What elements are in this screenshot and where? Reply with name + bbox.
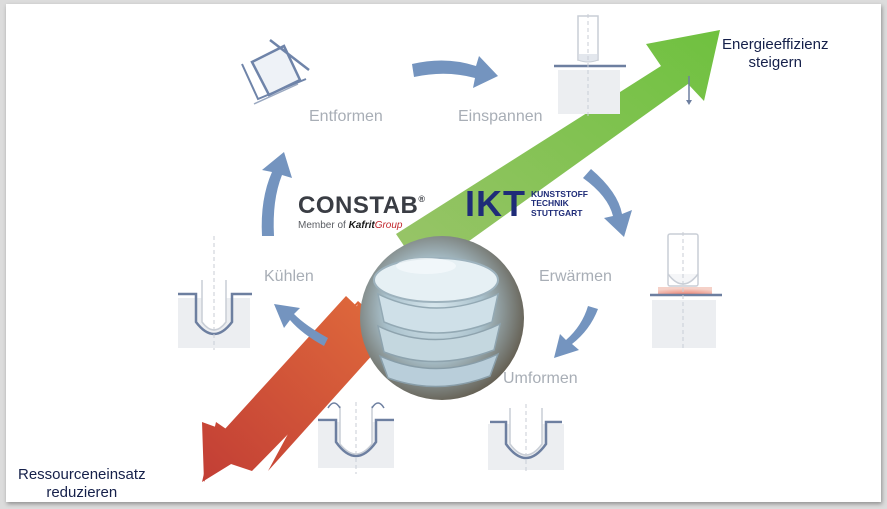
product-photo [360,236,524,400]
goal-energy-efficiency: Energieeffizienz steigern [722,36,828,72]
clamp-step-illustration [554,14,692,116]
cool-step-illustration [178,236,252,350]
arrow-heat-to-form [554,306,598,358]
slide: Entformen Einspannen Erwärmen Umformen K… [6,4,881,502]
step-label-clamp: Einspannen [458,108,543,125]
constab-logo: CONSTAB® Member of KafritGroup [298,192,426,231]
constab-wordmark: CONSTAB® [298,192,426,219]
goal-resource-line1: Ressourceneinsatz [18,466,146,483]
energy-efficiency-arrow [396,30,720,274]
step-label-heat: Erwärmen [539,268,612,285]
step-label-demould: Entformen [309,108,383,125]
demould-step-illustration [241,39,310,105]
heat-step-illustration [650,232,722,350]
resource-reduction-arrow [202,296,393,482]
goal-resource-reduction: Ressourceneinsatz reduzieren [18,466,146,502]
step-label-form: Umformen [503,370,578,387]
cooling-mould-illustration [318,402,394,474]
process-diagram [178,14,722,482]
arrow-form-to-cool [274,304,328,346]
arrow-clamp-to-heat [583,169,632,237]
cycle-arrows [261,56,632,358]
goal-resource-line2: reduzieren [46,484,118,501]
constab-member-line: Member of KafritGroup [298,220,403,231]
goal-energy-line2: steigern [748,54,802,71]
arrow-cool-to-demould [261,152,292,236]
arrow-demould-to-clamp [412,56,498,88]
step-label-cool: Kühlen [264,268,314,285]
ikt-logo: IKT KUNSTSTOFF TECHNIK STUTTGART [465,186,588,222]
ikt-institute-name: KUNSTSTOFF TECHNIK STUTTGART [531,188,588,218]
form-step-illustration [488,404,564,474]
ikt-wordmark: IKT [465,183,526,224]
goal-energy-line1: Energieeffizienz [722,36,829,53]
